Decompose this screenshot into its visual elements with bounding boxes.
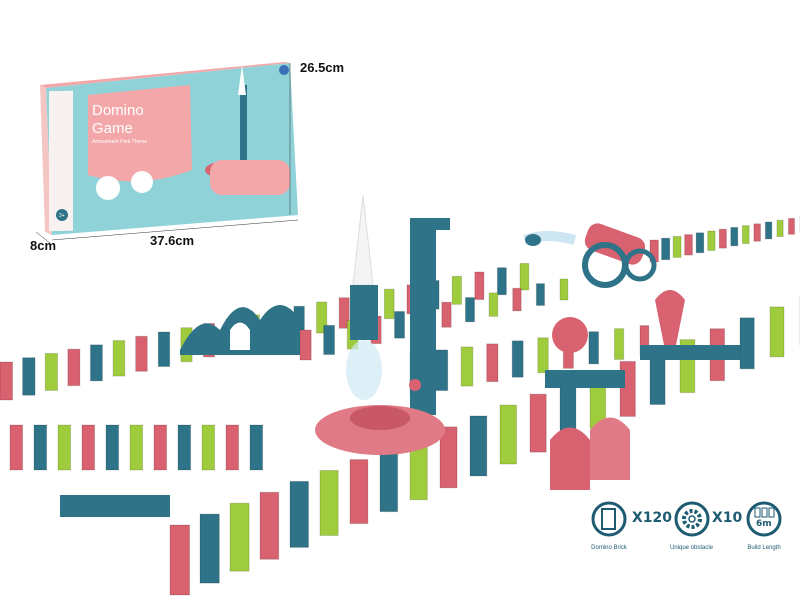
domino [57,424,72,471]
domino [499,404,518,465]
domino [753,223,762,242]
domino [0,361,14,401]
domino [225,424,240,471]
domino [319,469,339,536]
build-length-icon [746,501,782,537]
obstacles [60,290,740,517]
domino [460,346,474,387]
domino [486,343,499,383]
domino [488,292,499,317]
domino [496,267,507,296]
product-box: Domino Game Amusement Park Theme 3+ [35,62,299,244]
domino [684,234,693,256]
domino-rows [0,216,800,596]
domino [89,344,103,382]
domino [199,513,220,584]
domino [695,232,705,254]
domino [707,230,716,251]
domino [535,283,546,306]
domino [379,448,399,513]
cannon [523,223,657,288]
domino [741,225,750,245]
domino [451,275,462,305]
domino [383,288,395,320]
domino [512,287,522,312]
depth-dimension: 8cm [30,238,57,253]
feature-label: Unique obstacle [670,545,714,551]
rocket-launcher [315,194,450,455]
domino [299,329,312,361]
domino [787,217,796,235]
domino [33,424,48,471]
feature-build-length: 6m Build Length [745,500,783,551]
domino [474,271,485,301]
domino [464,297,476,323]
domino [338,297,350,329]
feature-unique-obstacle: X10 Unique obstacle [670,500,742,551]
domino [394,310,406,339]
domino [619,360,636,417]
domino [511,340,524,378]
domino [661,237,671,261]
domino [9,424,24,471]
domino [153,424,168,471]
domino [559,278,569,301]
age-badge: 3+ [59,213,65,219]
domino [201,424,216,471]
box-subtitle: Amusement Park Theme [92,139,147,145]
domino [718,228,727,249]
domino [157,331,171,368]
domino [105,424,120,471]
width-dimension: 37.6cm [150,233,195,248]
domino [776,219,784,238]
feature-count: 6m [756,519,772,529]
domino [435,349,449,392]
domino [739,317,755,370]
box-title-line2: Game [92,120,133,137]
gear-icon [674,501,710,537]
box-title-line1: Domino [92,102,144,119]
domino [613,328,625,360]
domino [67,348,81,387]
domino [439,426,458,489]
feature-label: Domino Brick [591,545,627,551]
domino-brick-icon [591,501,627,537]
domino [259,491,280,560]
domino [469,415,488,477]
domino [537,337,549,374]
domino [764,221,773,240]
domino [289,480,309,548]
domino [349,459,369,525]
feature-count: X10 [712,510,743,526]
domino [81,424,96,471]
domino [730,226,739,247]
domino [129,424,144,471]
feature-label: Build Length [747,545,781,551]
domino [177,424,192,471]
domino [441,301,452,328]
domino [22,357,36,396]
domino [112,340,126,377]
domino [588,331,600,365]
domino [323,324,336,356]
box-title-panel [88,85,192,182]
domino [519,262,530,291]
domino [44,352,58,391]
domino [169,524,191,596]
domino [529,393,547,453]
feature-domino-brick: X120 Domino Brick [590,500,672,551]
domino [249,424,264,471]
domino [769,306,785,358]
height-dimension: 26.5cm [300,60,345,75]
domino [316,301,328,334]
feature-count: X120 [632,510,673,526]
domino [672,235,682,258]
domino [135,335,148,372]
domino [229,502,250,572]
